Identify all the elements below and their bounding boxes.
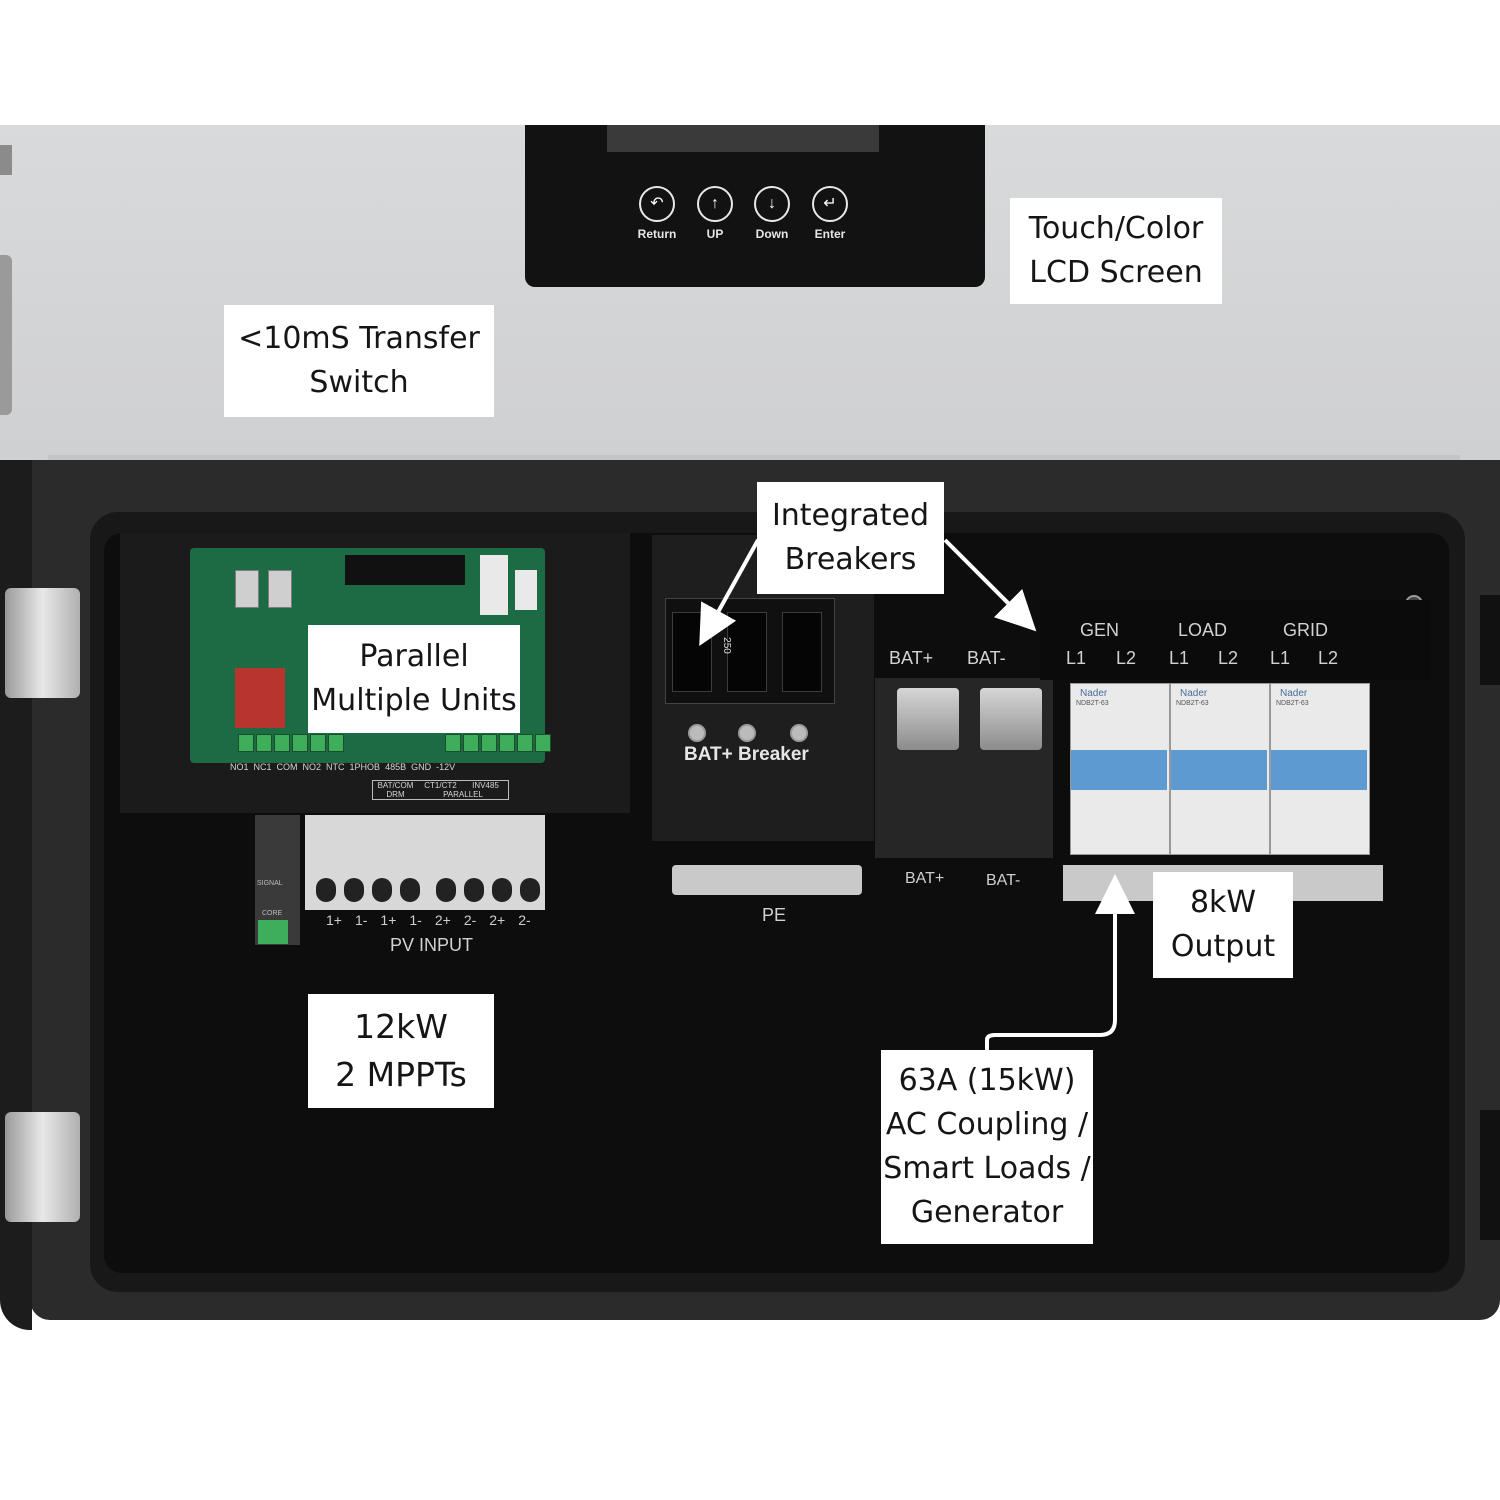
return-label: Return: [637, 227, 677, 241]
screw: [738, 724, 756, 742]
enter-icon: ↵: [823, 195, 837, 212]
right-latch: [1480, 595, 1500, 685]
grid-l2-label: L2: [1318, 648, 1339, 668]
core-label: CORE: [262, 910, 283, 917]
arrow-to-ac-coupling: [985, 874, 1135, 1050]
breaker-toggle[interactable]: [782, 612, 822, 692]
gen-label: GEN: [1080, 620, 1120, 640]
pe-ground-bar: [672, 865, 862, 895]
down-arrow-icon: ↓: [768, 195, 776, 212]
bat-minus-bottom-label: BAT-: [986, 872, 1021, 889]
load-l1-label: L1: [1169, 648, 1190, 668]
pv-terminal-labels: 1+ 1- 1+ 1- 2+ 2- 2+ 2-: [326, 912, 531, 928]
hinge: [5, 588, 80, 698]
bat-plus-bottom-label: BAT+: [905, 870, 945, 887]
lcd-screen: [607, 125, 879, 152]
usb-port[interactable]: [235, 570, 259, 608]
bat-minus-lug: [980, 688, 1042, 750]
gen-breaker-brand: Nader: [1080, 688, 1108, 699]
pv-input-label: PV INPUT: [390, 935, 474, 955]
down-label: Down: [755, 227, 789, 241]
gen-breaker-handle[interactable]: [1071, 750, 1167, 790]
grid-breaker-handle[interactable]: [1271, 750, 1367, 790]
return-icon: ↶: [650, 195, 664, 212]
side-connector: [0, 145, 12, 175]
right-latch: [1480, 1110, 1500, 1240]
return-button[interactable]: ↶: [639, 186, 675, 222]
hinge: [5, 1112, 80, 1222]
arrow-to-bat-breaker: [699, 539, 760, 646]
bat-plus-top-label: BAT+: [889, 648, 934, 668]
port-label-table: BAT/COM CT1/CT2 INV485 DRM PARALLEL: [372, 780, 509, 800]
grid-breaker-brand: Nader: [1280, 688, 1308, 699]
enter-label: Enter: [814, 227, 846, 241]
down-button[interactable]: ↓: [754, 186, 790, 222]
ac-label-plate: [1040, 600, 1430, 680]
bat-minus-top-label: BAT-: [967, 648, 1006, 668]
breaker-toggle[interactable]: [727, 612, 767, 692]
callout-ac-coupling: 63A (15kW) AC Coupling / Smart Loads / G…: [881, 1050, 1093, 1244]
load-label: LOAD: [1178, 620, 1228, 640]
load-breaker-handle[interactable]: [1171, 750, 1267, 790]
screw: [688, 724, 706, 742]
up-arrow-icon: ↑: [711, 195, 719, 212]
gen-breaker-model: NDB2T-63: [1076, 700, 1109, 707]
up-button[interactable]: ↑: [697, 186, 733, 222]
parallel-connector: [345, 555, 465, 585]
pv-terminal-slots: [316, 878, 540, 902]
grid-l1-label: L1: [1270, 648, 1291, 668]
pcb-connector: [515, 570, 537, 610]
green-terminal: [258, 920, 288, 944]
pe-label: PE: [762, 905, 787, 925]
bat-breaker-label: BAT+ Breaker: [684, 744, 809, 765]
side-connector: [0, 255, 12, 415]
usb-port[interactable]: [268, 570, 292, 608]
enter-button[interactable]: ↵: [812, 186, 848, 222]
load-breaker-brand: Nader: [1180, 688, 1208, 699]
signal-label: SIGNAL: [257, 880, 283, 887]
grid-breaker-model: NDB2T-63: [1276, 700, 1309, 707]
screw: [790, 724, 808, 742]
pcb-silkscreen: NO1 NC1 COM NO2 NTC 1PHOB 485B GND -12V: [230, 762, 456, 772]
bat-plus-lug: [897, 688, 959, 750]
grid-label: GRID: [1283, 620, 1328, 640]
pcb-connector: [480, 555, 508, 615]
dry-contact-terminals: [238, 734, 344, 752]
relay: [235, 668, 285, 728]
load-breaker-model: NDB2T-63: [1176, 700, 1209, 707]
rs485-terminals: [445, 734, 551, 752]
load-l2-label: L2: [1218, 648, 1239, 668]
up-label: UP: [706, 227, 724, 241]
gen-l1-label: L1: [1066, 648, 1087, 668]
arrow-to-ac-breakers: [943, 538, 1037, 632]
gen-l2-label: L2: [1116, 648, 1137, 668]
